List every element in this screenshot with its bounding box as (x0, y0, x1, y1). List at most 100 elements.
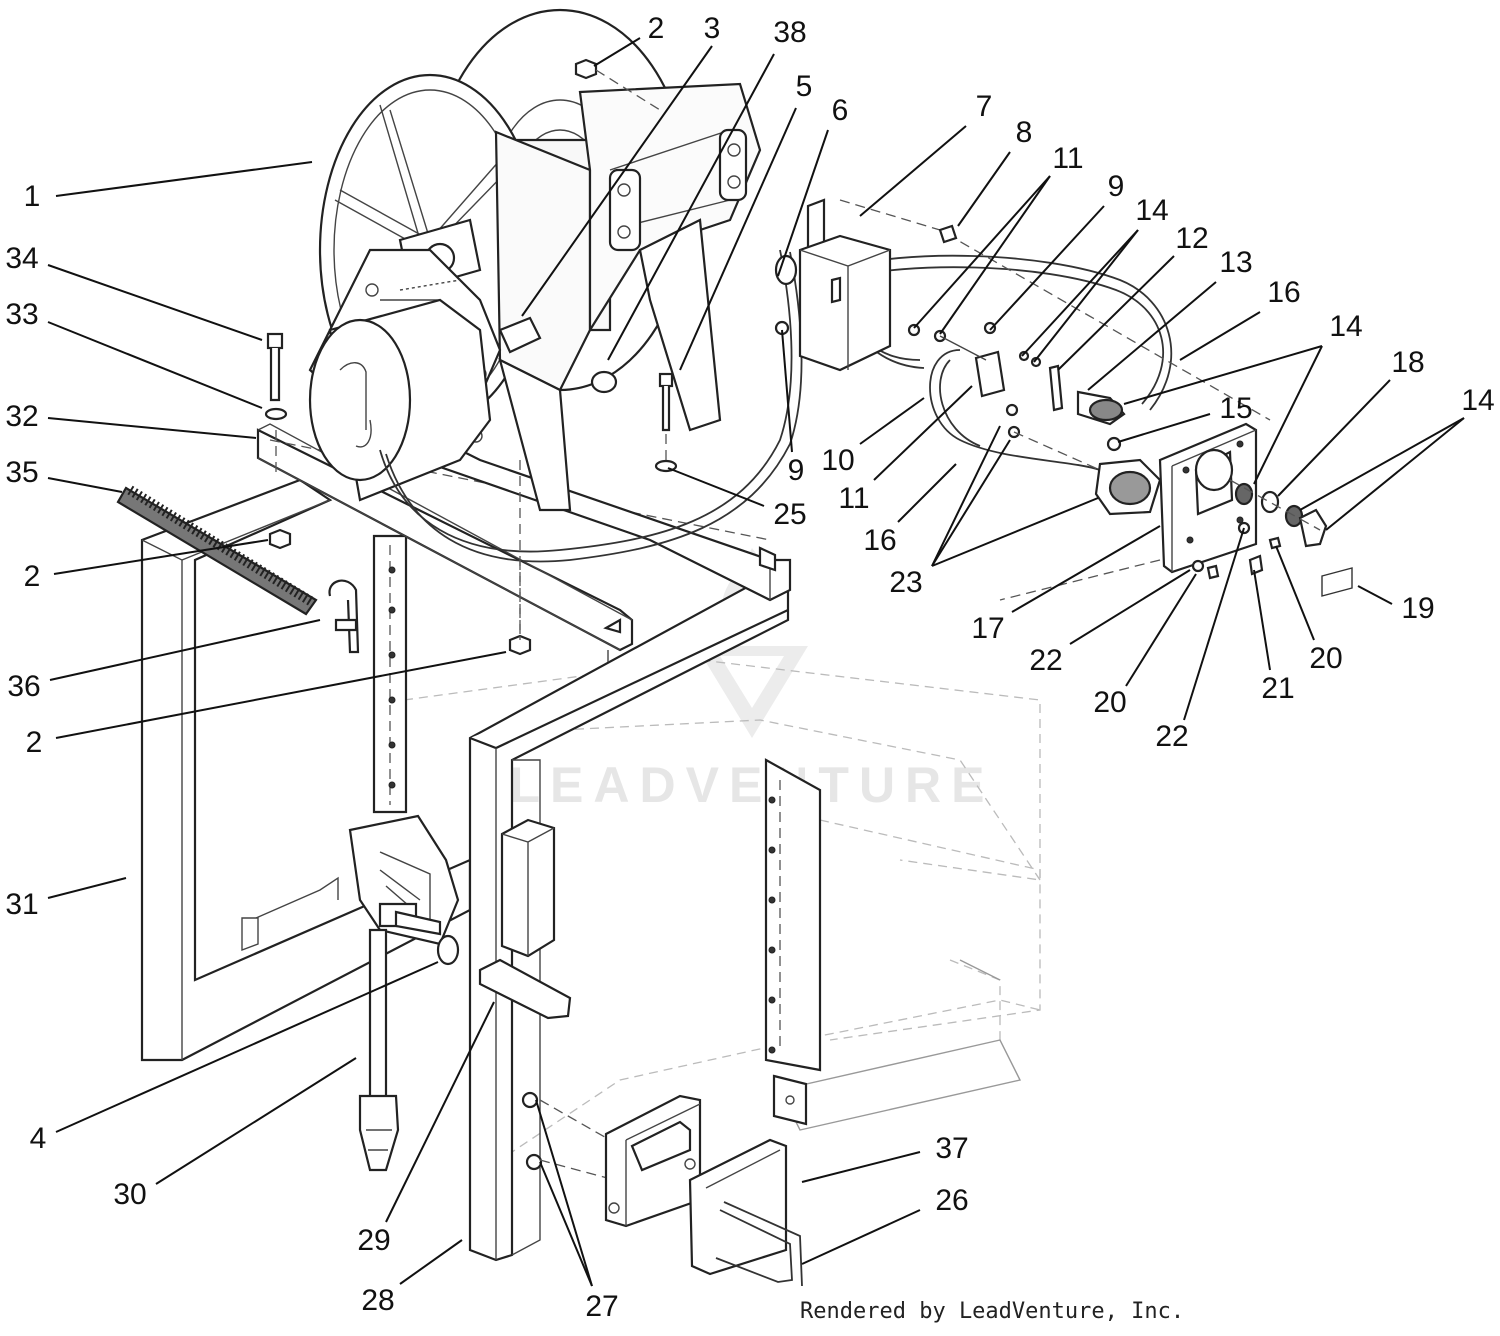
leader-line-c-11a2 (939, 175, 1051, 335)
leader-line-c-15 (1117, 413, 1211, 443)
leader-line-c-2a (53, 539, 269, 575)
electrical-assembly (774, 198, 1353, 601)
leader-line-c-4 (55, 961, 439, 1133)
watermark-text: LEADVENTURE (509, 757, 994, 813)
leader-line-c-31 (47, 877, 127, 899)
leader-line-c-7 (859, 125, 967, 217)
leader-line-c-2c (593, 37, 641, 67)
footer-credit: Rendered by LeadVenture, Inc. (800, 1299, 1184, 1324)
callout-c-9a: 9 (1108, 170, 1125, 203)
callout-c-1: 1 (24, 180, 41, 213)
leader-line-c-36 (49, 619, 321, 681)
leader-line-c-34 (47, 264, 263, 341)
callout-c-13: 13 (1219, 246, 1252, 279)
leader-line-c-30 (155, 1057, 357, 1185)
leader-line-c-14b2 (1253, 345, 1323, 485)
callout-c-22b: 22 (1155, 720, 1188, 753)
callout-c-9b: 9 (788, 454, 805, 487)
callout-c-34: 34 (5, 242, 38, 275)
callout-lines (47, 37, 1465, 1287)
callout-c-19: 19 (1401, 592, 1434, 625)
leader-line-c-27 (535, 1099, 593, 1287)
leader-line-c-19 (1357, 585, 1393, 605)
leader-line-c-6 (777, 129, 829, 277)
callout-c-27: 27 (585, 1290, 618, 1323)
callout-c-2b: 2 (26, 726, 43, 759)
callout-c-16b: 16 (863, 524, 896, 557)
leader-line-c-2b (55, 651, 507, 739)
callout-c-30: 30 (113, 1178, 146, 1211)
callout-c-6: 6 (832, 94, 849, 127)
leader-line-c-3 (521, 45, 713, 317)
leader-line-c-33 (47, 321, 263, 409)
leader-line-c-18 (1277, 379, 1391, 497)
callout-c-14a: 14 (1135, 194, 1168, 227)
spray-gun (348, 814, 572, 1172)
callout-c-37: 37 (935, 1132, 968, 1165)
callout-c-32: 32 (5, 400, 38, 433)
leader-line-c-14a2 (1033, 229, 1139, 363)
callout-c-36: 36 (7, 670, 40, 703)
callout-c-14c: 14 (1461, 384, 1494, 417)
motor-assembly (308, 248, 502, 502)
leader-line-c-1 (55, 161, 313, 197)
leader-line-c-9b (781, 329, 793, 453)
leader-line-c-20a (1125, 573, 1197, 687)
leader-line-c-23c (931, 497, 1099, 567)
leader-line-c-25 (667, 467, 765, 507)
callout-c-16a: 16 (1267, 276, 1300, 309)
mount-bracket (521, 1091, 803, 1287)
hardware (116, 58, 678, 656)
leader-line-c-23b (931, 439, 1011, 567)
leader-line-c-11a (913, 175, 1051, 329)
leader-line-c-14c2 (1325, 417, 1465, 531)
leader-line-c-28 (399, 1239, 463, 1285)
leader-line-c-32 (47, 417, 257, 439)
leader-line-c-17 (1011, 525, 1161, 613)
callout-c-8: 8 (1016, 116, 1033, 149)
callout-c-20a: 20 (1093, 686, 1126, 719)
watermark-v-icon (696, 646, 808, 738)
leader-line-c-37 (801, 1151, 921, 1183)
callout-c-15: 15 (1219, 392, 1252, 425)
leader-line-c-20b (1275, 545, 1315, 641)
callout-c-23: 23 (889, 566, 922, 599)
callout-c-10: 10 (821, 444, 854, 477)
leader-line-c-12 (1057, 255, 1175, 371)
callout-c-21: 21 (1261, 672, 1294, 705)
callout-c-22a: 22 (1029, 644, 1062, 677)
leader-line-c-16a (1179, 311, 1261, 361)
leader-line-c-11b (873, 385, 973, 481)
callout-c-35: 35 (5, 456, 38, 489)
callout-c-2a: 2 (24, 560, 41, 593)
callout-c-38: 38 (773, 16, 806, 49)
leader-line-c-27b (539, 1161, 593, 1287)
leader-line-c-14c (1299, 417, 1465, 511)
callout-c-33: 33 (5, 298, 38, 331)
callout-c-25: 25 (773, 498, 806, 531)
leader-line-c-38 (607, 53, 775, 361)
leader-line-c-21 (1253, 569, 1271, 671)
frame-31 (140, 478, 472, 1062)
leader-line-c-26 (801, 1209, 921, 1265)
leader-line-c-14b (1123, 345, 1323, 405)
leader-line-c-5 (679, 107, 797, 371)
callout-c-3: 3 (704, 12, 721, 45)
callout-c-14b: 14 (1329, 310, 1362, 343)
callout-c-12: 12 (1175, 222, 1208, 255)
leader-line-c-23 (931, 425, 1001, 567)
leader-line-c-10 (859, 397, 925, 445)
leader-line-c-22b (1183, 527, 1245, 721)
callout-c-5: 5 (796, 70, 813, 103)
callout-c-7: 7 (976, 90, 993, 123)
callout-c-26: 26 (935, 1184, 968, 1217)
callout-c-17: 17 (971, 612, 1004, 645)
callout-c-11b: 11 (838, 482, 869, 515)
leader-line-c-29 (385, 1001, 495, 1223)
leader-line-c-9a (989, 205, 1105, 331)
leader-line-c-16b (897, 463, 957, 523)
leader-line-c-13 (1087, 281, 1217, 391)
